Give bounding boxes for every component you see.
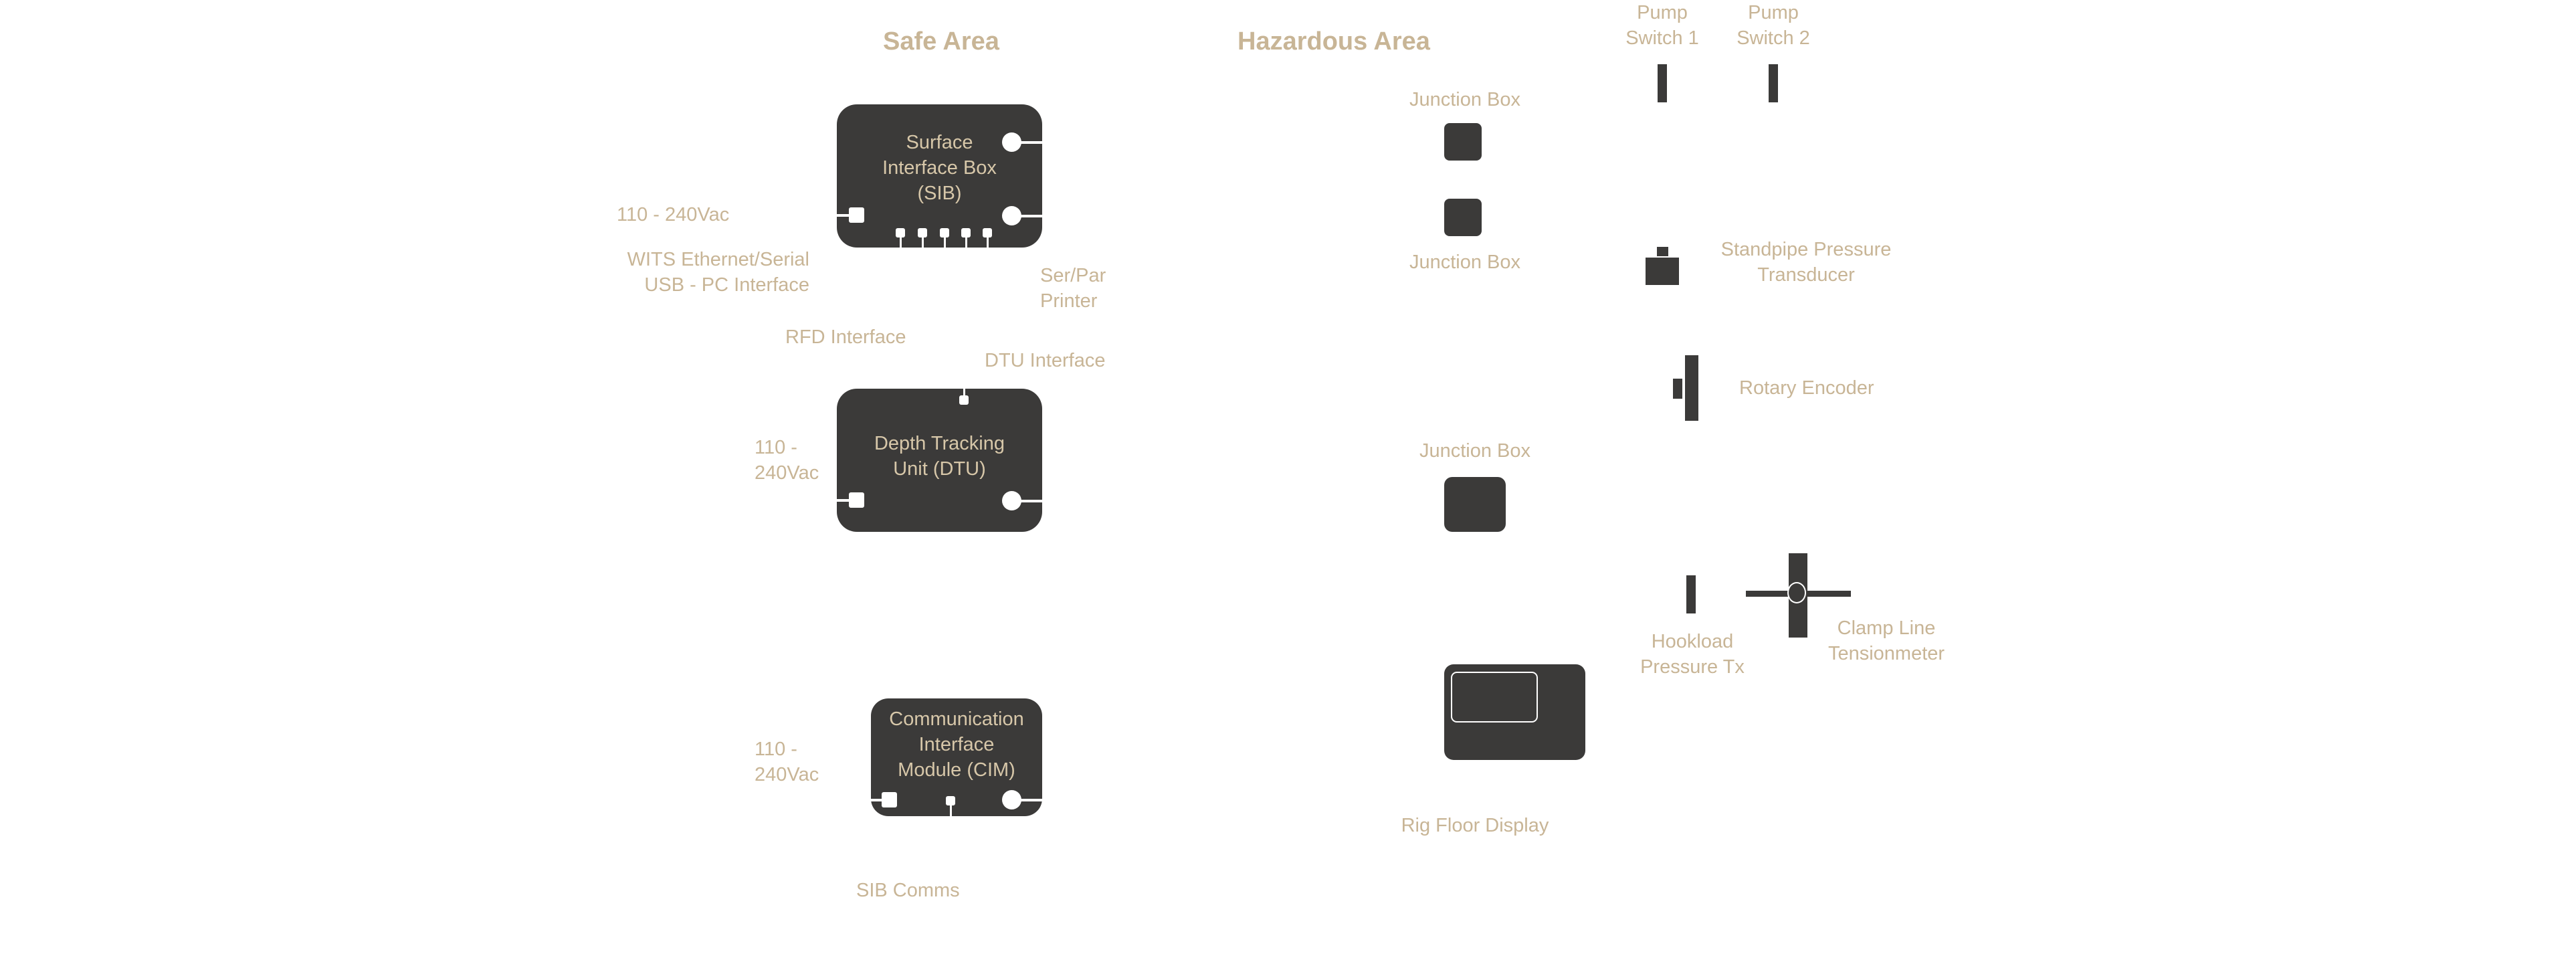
sib-label-line-2: Interface Box (882, 157, 997, 179)
rig-floor-display-label: Rig Floor Display (1401, 815, 1549, 836)
hookload-label: Hookload Pressure Tx (1625, 629, 1759, 680)
sib-label-line-1: Surface (906, 132, 973, 153)
sib-bottom-port-4-lead (965, 236, 967, 248)
hookload-transmitter (1686, 575, 1696, 613)
pump-switch-2-label: Pump Switch 2 (1706, 0, 1840, 51)
sib-unit: Surface Interface Box (SIB) (837, 104, 1042, 248)
junction-box-1-label: Junction Box (1409, 89, 1521, 110)
sib-printer-port-lead (1019, 141, 1042, 144)
standpipe-label-line-2: Transducer (1757, 264, 1855, 286)
pump-switch-1-line-1: Pump (1637, 2, 1688, 23)
sib-bottom-port-4 (961, 228, 971, 237)
wits-label-line-2: USB - PC Interface (644, 274, 809, 296)
dtu-power-line-2: 240Vac (755, 462, 819, 484)
pump-switch-1 (1658, 64, 1667, 102)
standpipe-label-line-1: Standpipe Pressure (1720, 239, 1892, 260)
dtu-top-port-lead (963, 389, 965, 397)
pump-switch-2-line-2: Switch 2 (1737, 27, 1810, 49)
cim-label: Communication Interface Module (CIM) (871, 706, 1042, 783)
sib-bottom-port-1-lead (900, 236, 902, 248)
junction-box-2 (1444, 199, 1482, 236)
dtu-label: Depth Tracking Unit (DTU) (837, 431, 1042, 482)
tensionmeter-label-line-2: Tensionmeter (1827, 643, 1945, 664)
dtu-power-line-1: 110 - (755, 437, 797, 458)
sib-printer-port (1002, 132, 1021, 152)
sib-label-line-3: (SIB) (917, 183, 962, 204)
hookload-label-line-1: Hookload (1651, 631, 1734, 652)
standpipe-transducer-body (1646, 258, 1679, 285)
dtu-sensor-port (1002, 491, 1021, 510)
rig-floor-display (1444, 664, 1585, 760)
sib-bottom-port-5 (983, 228, 992, 237)
cim-sib-comms-port (946, 796, 955, 805)
sib-bottom-port-3 (940, 228, 949, 237)
cim-label-line-2: Interface (918, 734, 995, 755)
safe-area-heading: Safe Area (883, 27, 999, 56)
cim-power-port (882, 792, 897, 807)
dtu-sensor-port-lead (1019, 500, 1042, 502)
cim-power-line-1: 110 - (755, 739, 797, 760)
ser-par-label-line-1: Ser/Par (1040, 265, 1106, 286)
sib-power-port (849, 207, 864, 223)
wits-label-line-1: WITS Ethernet/Serial (627, 249, 809, 270)
rotary-encoder-label: Rotary Encoder (1739, 377, 1874, 399)
tensionmeter-label-line-1: Clamp Line (1837, 617, 1936, 639)
cim-unit: Communication Interface Module (CIM) (871, 698, 1042, 816)
sib-bottom-port-2-lead (922, 236, 924, 248)
dtu-interface-label: DTU Interface (985, 350, 1106, 371)
pump-switch-1-line-2: Switch 1 (1625, 27, 1699, 49)
sib-bottom-port-3-lead (944, 236, 946, 248)
junction-box-3 (1444, 477, 1506, 532)
dtu-power-port-lead (837, 499, 850, 502)
pump-switch-2-line-1: Pump (1748, 2, 1799, 23)
tensionmeter-label: Clamp Line Tensionmeter (1819, 615, 1953, 666)
dtu-power-label: 110 - 240Vac (755, 435, 819, 486)
hazardous-area-heading: Hazardous Area (1237, 27, 1430, 56)
sib-serial-port-lead (1019, 215, 1042, 217)
sib-power-port-lead (837, 214, 850, 217)
ser-par-printer-label: Ser/Par Printer (1040, 263, 1106, 314)
junction-box-3-label: Junction Box (1419, 440, 1531, 462)
sib-bottom-port-1 (896, 228, 905, 237)
pump-switch-2 (1769, 64, 1778, 102)
standpipe-transducer-label: Standpipe Pressure Transducer (1706, 237, 1906, 288)
sib-serial-port (1002, 206, 1021, 225)
standpipe-transducer-cap (1657, 247, 1668, 256)
cim-label-line-3: Module (CIM) (898, 759, 1015, 781)
junction-box-2-label: Junction Box (1409, 252, 1521, 273)
ser-par-label-line-2: Printer (1040, 290, 1098, 312)
sib-label: Surface Interface Box (SIB) (837, 130, 1042, 206)
sib-bottom-port-5-lead (987, 236, 989, 248)
cim-label-line-1: Communication (889, 708, 1024, 730)
cim-sib-comms-lead (950, 804, 952, 816)
sib-bottom-port-2 (918, 228, 927, 237)
dtu-unit: Depth Tracking Unit (DTU) (837, 389, 1042, 532)
dtu-top-port (959, 395, 969, 405)
cim-power-label: 110 - 240Vac (755, 737, 819, 787)
sib-comms-label: SIB Comms (856, 880, 960, 901)
rotary-encoder-shaft (1673, 379, 1682, 399)
junction-box-1 (1444, 123, 1482, 161)
wits-interface-label: WITS Ethernet/Serial USB - PC Interface (602, 247, 809, 298)
hookload-label-line-2: Pressure Tx (1640, 656, 1745, 678)
rig-floor-display-screen (1451, 672, 1538, 723)
tensionmeter-clamp-ring (1787, 582, 1806, 603)
dtu-label-line-2: Unit (DTU) (893, 458, 986, 480)
pump-switch-1-label: Pump Switch 1 (1595, 0, 1729, 51)
rfd-interface-label: RFD Interface (785, 326, 906, 348)
dtu-label-line-1: Depth Tracking (874, 433, 1005, 454)
cim-data-port-lead (1019, 799, 1042, 801)
sib-power-label: 110 - 240Vac (617, 204, 730, 225)
cim-data-port (1002, 790, 1021, 809)
cim-power-port-lead (871, 799, 883, 801)
cim-power-line-2: 240Vac (755, 764, 819, 785)
rotary-encoder-body (1685, 355, 1698, 421)
dtu-power-port (849, 492, 864, 508)
